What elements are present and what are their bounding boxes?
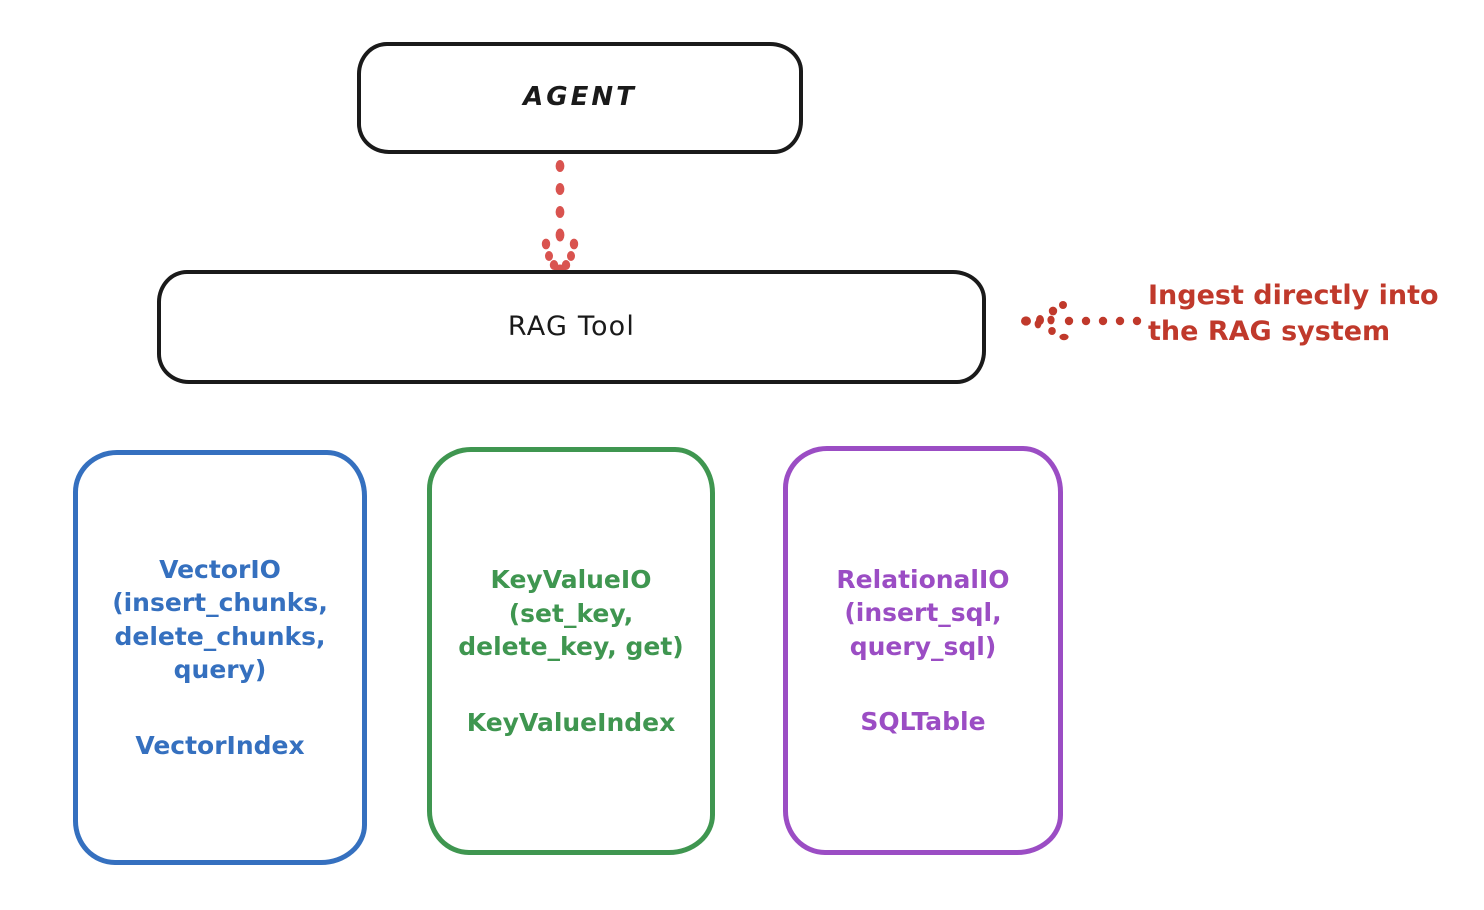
- relationalio-node[interactable]: RelationalIO (insert_sql, query_sql) SQL…: [783, 446, 1063, 855]
- rag-tool-node-label: RAG Tool: [507, 310, 636, 342]
- ingest-annotation-text: Ingest directly into the RAG system: [1148, 280, 1439, 348]
- vectorio-node[interactable]: VectorIO (insert_chunks, delete_chunks, …: [73, 450, 367, 865]
- agent-to-rag-tool-arrow: [541, 160, 579, 276]
- relationalio-interface-label: RelationalIO (insert_sql, query_sql): [836, 564, 1010, 661]
- vectorio-store-label: VectorIndex: [135, 730, 305, 760]
- agent-node-label: AGENT: [523, 82, 637, 113]
- keyvalueio-store-label: KeyValueIndex: [466, 707, 676, 737]
- vectorio-interface-label: VectorIO (insert_chunks, delete_chunks, …: [112, 554, 328, 685]
- keyvalueio-interface-label: KeyValueIO (set_key, delete_key, get): [458, 565, 684, 661]
- rag-tool-node[interactable]: RAG Tool: [157, 270, 986, 384]
- ingest-arrow: [1021, 301, 1142, 341]
- agent-node[interactable]: AGENT: [357, 42, 803, 154]
- keyvalueio-node[interactable]: KeyValueIO (set_key, delete_key, get) Ke…: [427, 447, 715, 855]
- relationalio-store-label: SQLTable: [860, 707, 986, 736]
